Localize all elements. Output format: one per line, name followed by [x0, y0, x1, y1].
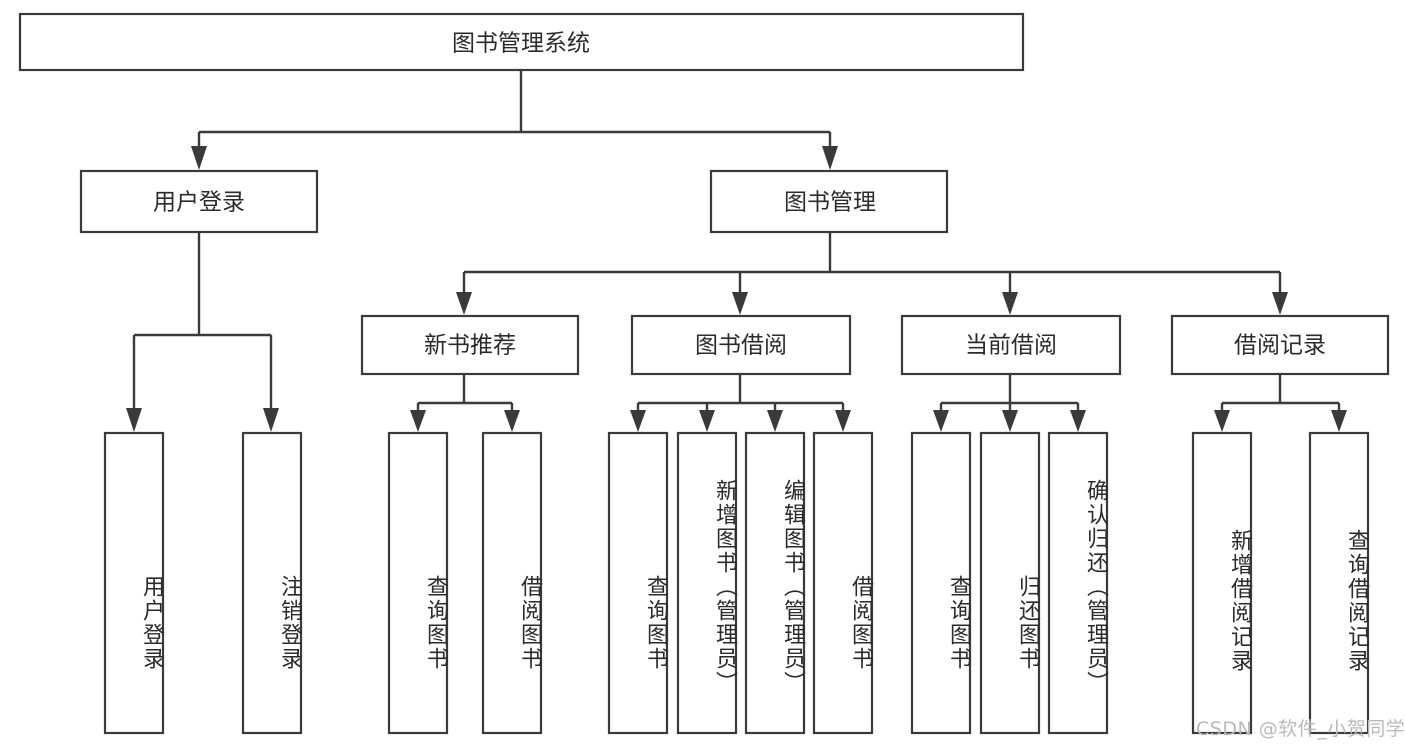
watermark-text: CSDN @软件_小贺同学	[1196, 718, 1405, 740]
leaf-box-edit-book[interactable]	[744, 431, 806, 735]
node-new-book-recommend[interactable]: 新书推荐	[360, 314, 580, 376]
arrow-head-leaf-add-record	[1214, 410, 1230, 432]
arrow-head-leaf-query-record	[1331, 410, 1347, 432]
node-box-rect	[79, 169, 319, 234]
node-book-management-system[interactable]: 图书管理系统	[18, 12, 1025, 72]
arrow-head-leaf-edit-book	[767, 410, 783, 432]
arrow-head-currentborrow	[1002, 292, 1018, 315]
node-book-management[interactable]: 图书管理	[709, 169, 949, 234]
arrow-head-book-management	[822, 146, 838, 170]
node-box-rect	[900, 314, 1122, 376]
leaf-box-query-book-1[interactable]	[387, 431, 449, 735]
node-label-current-borrow: 当前借阅	[965, 333, 1057, 359]
node-box-rect	[709, 169, 949, 234]
leaf-box-borrow-book-1[interactable]	[481, 431, 543, 735]
arrow-head-leaf-confirm-return	[1070, 410, 1086, 432]
node-label-book-borrow: 图书借阅	[695, 333, 787, 359]
connectors-currentborrow-to-leaves	[933, 374, 1086, 432]
connectors-borrowrecord-to-leaves	[1214, 374, 1347, 432]
leaf-box-query-book-3[interactable]	[910, 431, 972, 735]
node-box-rect	[1170, 314, 1390, 376]
leaf-box-return-book[interactable]	[979, 431, 1041, 735]
leaf-box-query-book-2[interactable]	[607, 431, 669, 735]
node-box-rect	[18, 12, 1025, 72]
leaf-box-confirm-return[interactable]	[1047, 431, 1109, 735]
arrow-head-leaf-user-logout	[263, 408, 279, 432]
node-box-rect	[630, 314, 852, 376]
arrow-head-leaf-query-book-3	[933, 410, 949, 432]
leaf-box-query-record[interactable]	[1308, 431, 1370, 735]
connectors-userlogin-to-leaves	[126, 232, 279, 432]
node-label-borrow-record: 借阅记录	[1234, 333, 1326, 359]
node-label-user-login: 用户登录	[153, 190, 245, 216]
arrow-head-bookborrow	[732, 292, 748, 315]
connectors-newbook-to-leaves	[410, 374, 520, 432]
arrow-head-leaf-query-book-1	[410, 410, 426, 432]
leaf-box-borrow-book-2[interactable]	[812, 431, 874, 735]
leaf-box-user-logout[interactable]	[241, 431, 303, 735]
connectors-bookmgmt-to-level2	[456, 232, 1288, 315]
arrow-head-borrowrecord	[1272, 292, 1288, 315]
connectors-root-to-level1	[191, 70, 838, 170]
connectors-bookborrow-to-leaves	[630, 374, 851, 432]
arrow-head-leaf-return-book	[1002, 410, 1018, 432]
arrow-head-leaf-borrow-book-1	[504, 410, 520, 432]
arrow-head-leaf-user-login	[126, 408, 142, 432]
leaf-boxes	[103, 431, 1370, 735]
arrow-head-newbook	[456, 292, 472, 315]
node-user-login[interactable]: 用户登录	[79, 169, 319, 234]
leaf-box-user-login[interactable]	[103, 431, 165, 735]
arrow-head-user-login	[191, 146, 207, 170]
node-borrow-record[interactable]: 借阅记录	[1170, 314, 1390, 376]
node-label-book-management-system: 图书管理系统	[452, 31, 590, 57]
leaf-box-add-record[interactable]	[1191, 431, 1253, 735]
node-label-new-book-recommend: 新书推荐	[424, 333, 516, 359]
node-book-borrow[interactable]: 图书借阅	[630, 314, 852, 376]
arrow-head-leaf-add-book	[699, 410, 715, 432]
arrow-head-leaf-query-book-2	[630, 410, 646, 432]
leaf-box-add-book[interactable]	[676, 431, 738, 735]
node-label-book-management: 图书管理	[784, 190, 876, 216]
arrow-head-leaf-borrow-book-2	[835, 410, 851, 432]
node-box-rect	[360, 314, 580, 376]
node-current-borrow[interactable]: 当前借阅	[900, 314, 1122, 376]
